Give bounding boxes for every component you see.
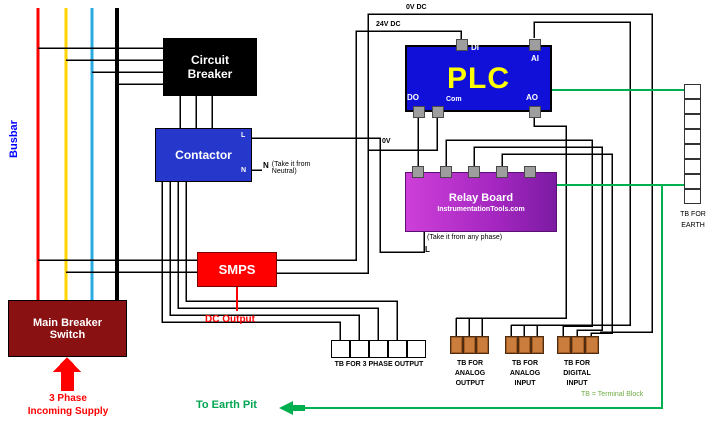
contactor-port-l: L <box>241 132 246 139</box>
contactor-port-n: N <box>241 167 247 174</box>
contactor-block: Contactor <box>155 128 252 182</box>
digital-input-terminal <box>557 336 571 354</box>
plc-port-com: Com <box>446 96 462 103</box>
relay-board-block: Relay Board InstrumentationTools.com <box>405 172 557 232</box>
three-phase-terminal <box>350 340 369 358</box>
main-breaker-switch-block: Main Breaker Switch <box>8 300 127 357</box>
main-breaker-switch-label: Main Breaker Switch <box>32 316 103 341</box>
three-phase-terminal <box>388 340 407 358</box>
digital-input-tb-label: TB FOR DIGITAL INPUT <box>563 360 591 388</box>
three-phase-terminal <box>407 340 426 358</box>
tb-legend: TB = Terminal Block <box>581 391 644 398</box>
plc-port-di: DI <box>471 43 479 52</box>
neutral-note-text: (Take it from Neutral) <box>271 161 311 175</box>
circuit-breaker-block: Circuit Breaker <box>163 38 257 96</box>
twentyfour-v-dc-label: 24V DC <box>376 21 401 28</box>
three-phase-tb-label: TB FOR 3 PHASE OUTPUT <box>334 361 424 368</box>
any-phase-note: (Take it from any phase) <box>427 234 503 241</box>
earth-terminal <box>684 159 701 174</box>
zero-v-dc-label: 0V DC <box>406 4 427 11</box>
relay-terminal-tab-2 <box>440 166 452 178</box>
dc-output-label: DC Output <box>205 314 255 325</box>
analog-input-terminal <box>531 336 544 354</box>
earth-terminal <box>684 129 701 144</box>
analog-output-terminal <box>450 336 463 354</box>
earth-terminal <box>684 99 701 114</box>
earth-tb-label: TB FOR EARTH <box>680 211 706 230</box>
three-phase-terminal <box>369 340 388 358</box>
digital-input-terminal <box>571 336 585 354</box>
digital-input-terminal <box>585 336 599 354</box>
analog-output-terminal <box>463 336 476 354</box>
plc-ai-terminal-tab <box>529 39 541 51</box>
relay-board-watermark: InstrumentationTools.com <box>437 205 525 213</box>
earth-terminal <box>684 84 701 99</box>
plc-ao-terminal-tab <box>529 106 541 118</box>
up-arrow-icon <box>53 357 81 391</box>
plc-label: PLC <box>447 61 510 95</box>
relay-terminal-tab-3 <box>468 166 480 178</box>
plc-port-ai: AI <box>531 54 539 63</box>
zero-v-label: 0V <box>382 138 391 145</box>
analog-input-terminal <box>518 336 531 354</box>
plc-block: PLC <box>405 45 552 112</box>
relay-board-label: Relay Board <box>448 191 514 204</box>
plc-port-ao: AO <box>526 93 538 102</box>
incoming-supply-line1: 3 Phase <box>49 393 87 404</box>
earth-wires <box>304 84 693 409</box>
analog-output-terminal <box>476 336 489 354</box>
incoming-supply-line2: Incoming Supply <box>27 406 109 417</box>
relay-terminal-tab-4 <box>496 166 508 178</box>
plc-port-do: DO <box>407 93 419 102</box>
circuit-breaker-label: Circuit Breaker <box>187 53 233 81</box>
smps-label: SMPS <box>218 262 256 277</box>
relay-terminal-tab-5 <box>524 166 536 178</box>
incoming-supply-label: 3 Phase Incoming Supply <box>8 392 128 418</box>
earth-terminal <box>684 189 701 204</box>
busbar-label: Busbar <box>8 120 20 158</box>
earth-terminal <box>684 114 701 129</box>
line-port-label: L <box>425 245 430 254</box>
plc-com-terminal-tab <box>432 106 444 118</box>
to-earth-pit-label: To Earth Pit <box>196 399 257 411</box>
smps-block: SMPS <box>197 252 277 287</box>
neutral-port-label: N <box>263 161 269 170</box>
relay-terminal-tab-1 <box>412 166 424 178</box>
analog-output-tb-label: TB FOR ANALOG OUTPUT <box>454 360 486 388</box>
analog-input-terminal <box>505 336 518 354</box>
black-wires <box>38 13 653 340</box>
earth-terminal <box>684 174 701 189</box>
plc-do-terminal-tab <box>413 106 425 118</box>
analog-input-tb-label: TB FOR ANALOG INPUT <box>509 360 541 388</box>
neutral-note: N (Take it from Neutral) <box>263 161 328 175</box>
three-phase-terminal <box>331 340 350 358</box>
earth-terminal <box>684 144 701 159</box>
plc-di-terminal-tab <box>456 39 468 51</box>
left-arrow-icon <box>279 401 305 415</box>
contactor-label: Contactor <box>175 148 232 162</box>
